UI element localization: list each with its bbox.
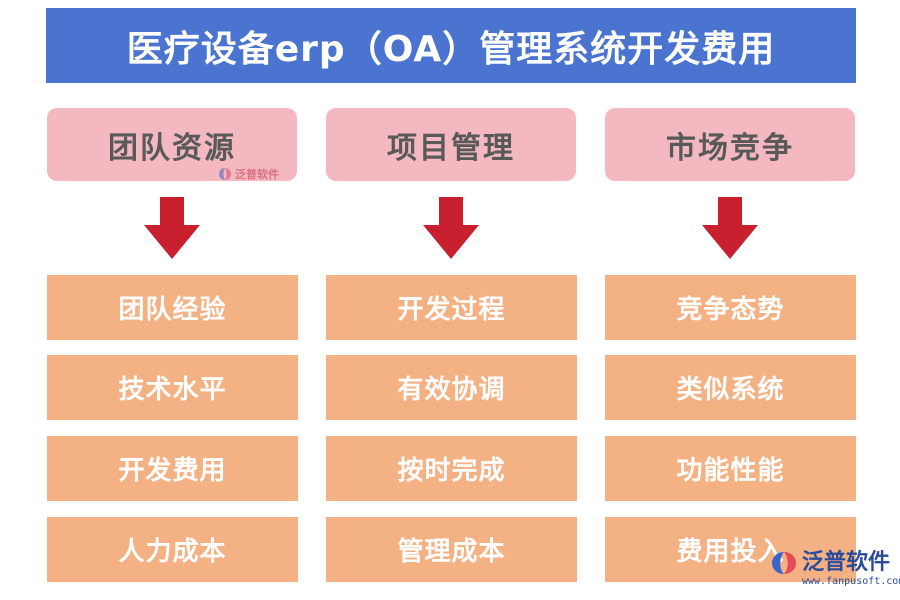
watermark-small-text: 泛普软件 (235, 168, 279, 181)
watermark-small: 泛普软件 (218, 166, 279, 182)
brand-logo-icon (772, 552, 796, 574)
item-box: 技术水平 (47, 355, 298, 420)
item-box: 按时完成 (326, 436, 577, 501)
item-box: 竞争态势 (605, 275, 856, 340)
item-label: 有效协调 (397, 375, 506, 405)
down-arrow-icon (144, 197, 200, 259)
down-arrow-icon (702, 197, 758, 259)
item-box: 管理成本 (326, 517, 577, 582)
item-label: 管理成本 (397, 537, 506, 567)
title-banner: 医疗设备erp（OA）管理系统开发费用 (46, 8, 856, 83)
brand-logo-icon (219, 168, 231, 180)
page-title: 医疗设备erp（OA）管理系统开发费用 (126, 28, 776, 70)
item-box: 有效协调 (326, 355, 577, 420)
down-arrow-icon (423, 197, 479, 259)
watermark-brand-text: 泛普软件 (802, 550, 891, 575)
watermark-url: www.fanpusoft.com (802, 576, 900, 587)
item-label: 按时完成 (397, 456, 506, 486)
item-label: 费用投入 (676, 537, 785, 567)
category-team-resources: 团队资源 (47, 108, 297, 181)
category-label: 市场竞争 (666, 130, 794, 166)
item-box: 功能性能 (605, 436, 856, 501)
item-label: 人力成本 (118, 537, 227, 567)
item-label: 开发过程 (397, 295, 506, 325)
item-label: 技术水平 (118, 375, 227, 405)
watermark-brand: 泛普软件 www.fanpusoft.com (770, 550, 900, 587)
item-label: 功能性能 (676, 456, 785, 486)
item-label: 团队经验 (118, 295, 227, 325)
item-box: 开发费用 (47, 436, 298, 501)
category-label: 团队资源 (108, 130, 236, 166)
item-box: 团队经验 (47, 275, 298, 340)
category-label: 项目管理 (387, 130, 515, 166)
item-box: 人力成本 (47, 517, 298, 582)
item-label: 类似系统 (676, 375, 785, 405)
item-box: 类似系统 (605, 355, 856, 420)
item-label: 竞争态势 (676, 295, 785, 325)
category-market-competition: 市场竞争 (605, 108, 855, 181)
category-project-management: 项目管理 (326, 108, 576, 181)
item-label: 开发费用 (118, 456, 227, 486)
item-box: 费用投入 (605, 517, 856, 582)
item-box: 开发过程 (326, 275, 577, 340)
